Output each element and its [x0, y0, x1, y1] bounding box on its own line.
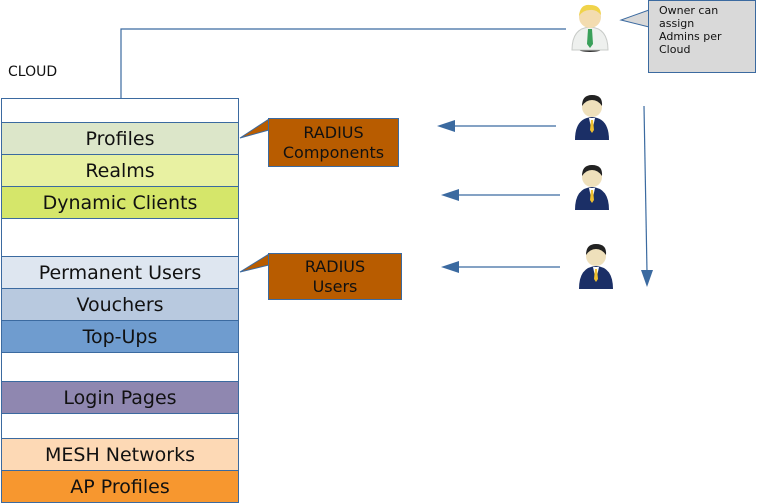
note-line: Owner can: [659, 4, 719, 17]
cloud-label: CLOUD: [8, 64, 58, 80]
owner-connector-line: [120, 28, 566, 98]
note-line: Admins per: [659, 30, 722, 43]
owner-note: Owner can assign Admins per Cloud: [648, 0, 756, 73]
owner-person-icon[interactable]: [568, 2, 612, 52]
row-login-pages[interactable]: Login Pages: [1, 381, 239, 414]
row-dynamic-clients[interactable]: Dynamic Clients: [1, 186, 239, 219]
note-tail: [619, 9, 650, 28]
callout-line: Components: [282, 142, 385, 162]
callout-line: Users: [312, 276, 358, 296]
down-arrow-line: [643, 105, 648, 273]
row-label: Realms: [85, 159, 155, 182]
row-realms[interactable]: Realms: [1, 154, 239, 187]
callout-tail-users: [239, 253, 270, 273]
callout-tail-components: [239, 118, 270, 139]
down-arrow-head: [641, 270, 653, 287]
callout-line: RADIUS: [303, 122, 364, 142]
row-label: Login Pages: [63, 386, 177, 409]
row-label: Vouchers: [76, 293, 164, 316]
arrow-head-2: [441, 189, 459, 201]
row-label: Top-Ups: [82, 325, 158, 348]
row-profiles[interactable]: Profiles: [1, 122, 239, 155]
row-label: AP Profiles: [70, 475, 170, 498]
arrow-head-1: [437, 120, 455, 132]
note-line: Cloud: [659, 43, 691, 56]
row-vouchers[interactable]: Vouchers: [1, 288, 239, 321]
row-permanent-users[interactable]: Permanent Users: [1, 256, 239, 289]
row-ap-profiles[interactable]: AP Profiles: [1, 470, 239, 503]
callout-radius-components: RADIUS Components: [268, 118, 399, 167]
row-label: Profiles: [85, 127, 155, 150]
callout-line: RADIUS: [304, 256, 366, 276]
row-label: Permanent Users: [38, 261, 202, 284]
note-line: assign: [659, 17, 695, 30]
row-mesh-networks[interactable]: MESH Networks: [1, 438, 239, 471]
callout-radius-users: RADIUS Users: [268, 253, 402, 300]
admin-person-icon[interactable]: [572, 92, 612, 142]
admin-person-icon[interactable]: [572, 162, 612, 212]
admin-person-icon[interactable]: [576, 241, 616, 291]
row-label: Dynamic Clients: [42, 191, 198, 214]
row-label: MESH Networks: [44, 443, 195, 466]
arrow-head-3: [441, 261, 459, 273]
row-top-ups[interactable]: Top-Ups: [1, 320, 239, 353]
